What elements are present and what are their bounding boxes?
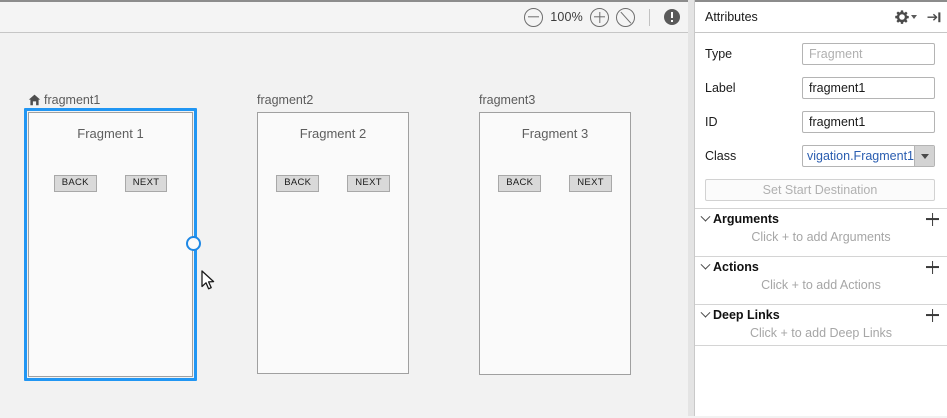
destination-fragment2[interactable]: fragment2 Fragment 2 BACK NEXT [257,92,409,374]
section-title-actions: Actions [713,260,759,274]
section-title-arguments: Arguments [713,212,779,226]
fragment-preview-card[interactable]: Fragment 3 BACK NEXT [479,112,631,375]
preview-back-button[interactable]: BACK [276,175,320,192]
destination-name: fragment1 [44,93,101,107]
section-hint-arguments: Click + to add Arguments [751,230,891,244]
issue-notification-icon[interactable] [664,9,680,25]
section-actions: Actions Click + to add Actions [695,256,947,297]
section-header-deep-links[interactable]: Deep Links [695,305,947,325]
class-value[interactable]: vigation.Fragment1 [807,149,914,163]
section-bottom-divider [695,345,947,346]
preview-next-button[interactable]: NEXT [569,175,612,192]
field-class: Class vigation.Fragment1 [705,145,935,167]
section-hint-actions: Click + to add Actions [761,278,881,292]
attributes-form: Type Fragment Label fragment1 ID fragmen… [695,33,947,167]
add-action-button[interactable] [926,261,939,274]
chevron-expanded-icon[interactable] [699,307,711,319]
action-connection-handle[interactable] [186,236,201,251]
destination-fragment3[interactable]: fragment3 Fragment 3 BACK NEXT [479,92,631,375]
section-title-deep-links: Deep Links [713,308,780,322]
zoom-controls: 100% [524,7,680,27]
field-label: Label fragment1 [705,77,935,99]
gear-glyph [895,10,909,24]
toolbar-separator [649,8,650,26]
preview-screen-title: Fragment 2 [299,126,367,141]
destination-fragment1[interactable]: fragment1 Fragment 1 BACK NEXT [24,92,201,381]
field-type: Type Fragment [705,43,935,65]
chevron-expanded-icon[interactable] [699,259,711,271]
field-label-label: Label [705,81,736,95]
section-header-actions[interactable]: Actions [695,257,947,277]
zoom-level-label: 100% [550,10,583,24]
attributes-panel: Attributes Type Fragment Label [695,0,947,416]
fragment-preview-card[interactable]: Fragment 2 BACK NEXT [257,112,409,374]
section-header-arguments[interactable]: Arguments [695,209,947,229]
field-id: ID fragment1 [705,111,935,133]
field-label-class: Class [705,149,737,163]
fragment-preview-card[interactable]: Fragment 1 BACK NEXT [28,112,193,377]
design-toolbar: 100% [0,2,688,33]
label-input[interactable]: fragment1 [802,77,935,99]
attributes-header: Attributes [695,2,947,33]
add-deep-link-button[interactable] [926,309,939,322]
destination-name: fragment2 [257,93,314,107]
field-label-id: ID [705,115,718,129]
home-icon [28,94,41,106]
class-dropdown-arrow[interactable] [914,146,934,166]
chevron-down-icon [920,153,929,159]
zoom-in-icon[interactable] [590,7,609,27]
attributes-title: Attributes [705,10,758,24]
preview-next-button[interactable]: NEXT [347,175,390,192]
zoom-out-icon[interactable] [524,7,544,27]
hide-panel-icon[interactable] [927,11,941,24]
section-arguments: Arguments Click + to add Arguments [695,208,947,249]
section-deep-links: Deep Links Click + to add Deep Links [695,304,947,345]
zoom-to-fit-icon[interactable] [616,7,635,27]
mouse-cursor [201,270,215,290]
type-input: Fragment [802,43,935,65]
destination-label-row: fragment1 [28,92,193,108]
preview-next-button[interactable]: NEXT [124,175,168,192]
preview-back-button[interactable]: BACK [498,175,542,192]
preview-screen-title: Fragment 3 [521,126,589,141]
gear-icon[interactable] [895,10,917,24]
destination-label-row: fragment2 [257,92,409,108]
add-argument-button[interactable] [926,213,939,226]
class-combobox[interactable]: vigation.Fragment1 [802,145,935,167]
navigation-canvas[interactable]: fragment1 Fragment 1 BACK NEXT [0,34,688,418]
preview-button-row: BACK NEXT [258,175,408,192]
section-hint-deep-links: Click + to add Deep Links [749,326,893,340]
chevron-down-icon [911,15,917,19]
field-label-type: Type [705,47,733,61]
destination-name: fragment3 [479,93,536,107]
destination-label-row: fragment3 [479,92,631,108]
design-surface-pane: 100% fragment1 Fragment 1 [0,0,688,416]
preview-button-row: BACK NEXT [29,175,192,192]
set-start-destination-button: Set Start Destination [705,179,935,201]
preview-screen-title: Fragment 1 [77,126,144,141]
panel-splitter[interactable] [688,0,695,416]
chevron-expanded-icon[interactable] [699,211,711,223]
preview-button-row: BACK NEXT [480,175,630,192]
id-input[interactable]: fragment1 [802,111,935,133]
preview-back-button[interactable]: BACK [53,175,97,192]
